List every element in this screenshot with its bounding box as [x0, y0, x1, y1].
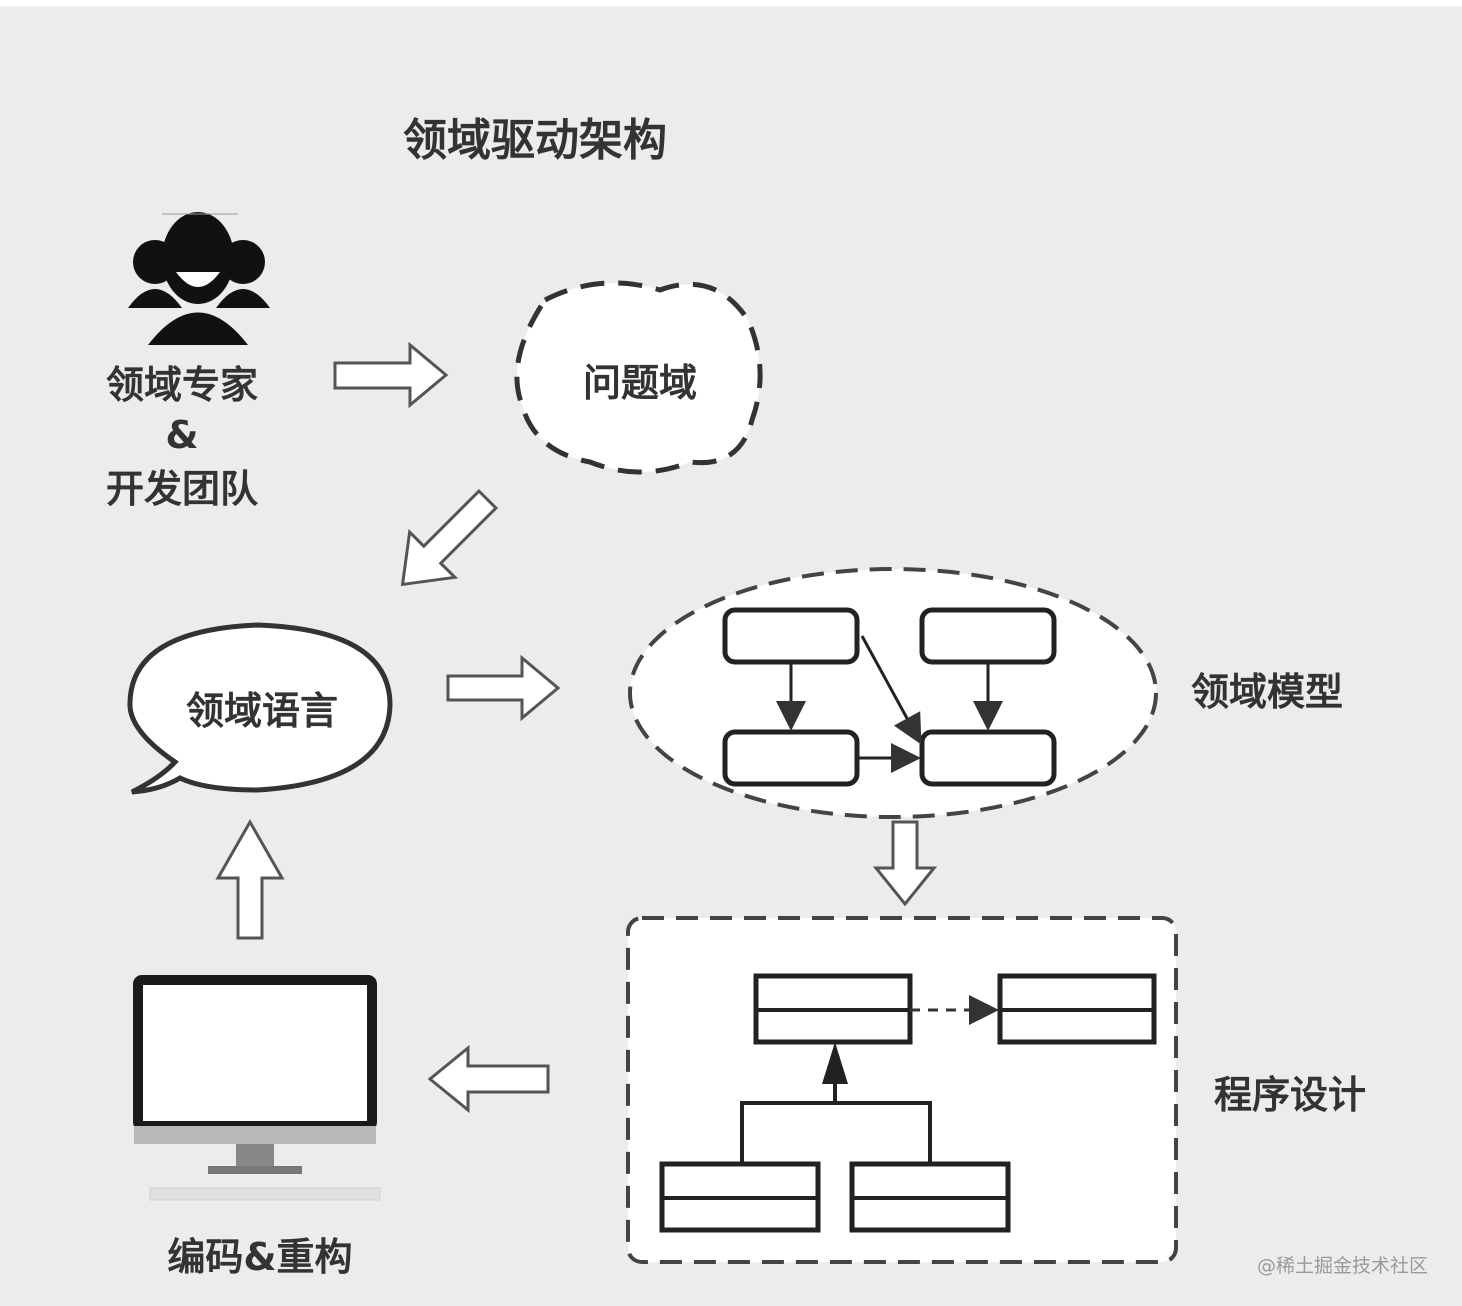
model-box-bottom-right: [919, 729, 1057, 787]
domain-model-label: 领域模型: [1191, 670, 1343, 714]
top-strip: [0, 0, 1462, 6]
team-label-line1: 领域专家: [106, 363, 258, 407]
problem-domain-cloud: [514, 280, 763, 475]
program-design-uml: [659, 973, 1157, 1233]
arrow-model-to-design: [872, 820, 938, 907]
arrow-design-to-coding: [427, 1044, 550, 1114]
arrow-problem-to-language: [400, 488, 499, 587]
arrow-coding-to-language: [215, 818, 285, 940]
domain-language-label: 领域语言: [186, 689, 338, 733]
team-icon: [128, 212, 270, 345]
arrow-team-to-problem: [333, 341, 449, 409]
arrow-language-to-model: [446, 654, 561, 722]
problem-domain-label: 问题域: [583, 361, 697, 405]
domain-model-graph: [722, 607, 1057, 787]
model-box-top-right: [919, 607, 1057, 665]
model-box-bottom-left: [722, 729, 860, 787]
monitor-icon: [133, 975, 381, 1201]
program-design-label: 程序设计: [1214, 1073, 1366, 1117]
team-label-line2: &: [165, 413, 198, 457]
model-edge-tl-br: [860, 635, 922, 745]
domain-language-bubble: [127, 622, 393, 795]
watermark: @稀土掘金技术社区: [1257, 1255, 1428, 1277]
team-label-line3: 开发团队: [106, 467, 259, 511]
model-box-top-left: [722, 607, 860, 665]
diagram-title: 领域驱动架构: [403, 115, 667, 166]
coding-label: 编码&重构: [167, 1235, 352, 1279]
